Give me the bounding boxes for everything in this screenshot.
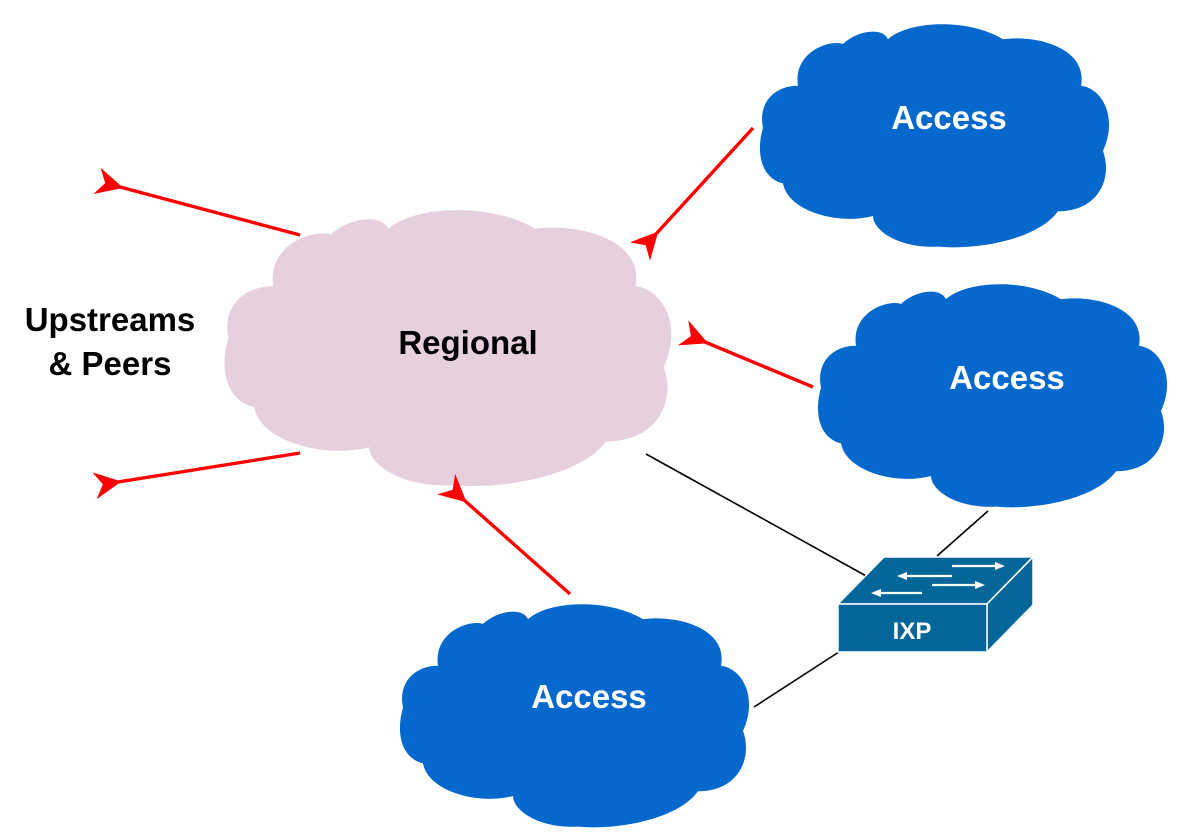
upstreams-label-line1: Upstreams	[24, 301, 196, 338]
link-regional-ixp	[645, 453, 869, 578]
link-access-bottom-ixp	[753, 649, 843, 708]
arrow-access-middle-to-regional	[677, 320, 814, 389]
ixp-label: IXP	[893, 618, 932, 645]
arrow-access-top-to-regional	[629, 126, 755, 261]
access-label-bottom: Access	[531, 678, 647, 715]
upstreams-peers-label: Upstreams & Peers	[0, 298, 220, 386]
access-cloud-bottom[interactable]	[399, 604, 750, 828]
switch-arrows-icon	[871, 562, 1005, 597]
regional-label: Regional	[398, 324, 537, 361]
arrow-regional-to-upstream-top	[93, 167, 301, 237]
arrow-access-bottom-to-regional	[437, 474, 572, 596]
ixp-front-face	[837, 603, 988, 653]
link-access-middle-ixp	[936, 510, 989, 557]
upstreams-label-line2: & Peers	[48, 345, 172, 382]
access-label-top: Access	[891, 99, 1007, 136]
access-label-middle: Access	[949, 359, 1065, 396]
ixp-switch[interactable]: IXP	[836, 555, 1035, 654]
arrow-regional-to-upstream-bottom	[92, 451, 301, 500]
